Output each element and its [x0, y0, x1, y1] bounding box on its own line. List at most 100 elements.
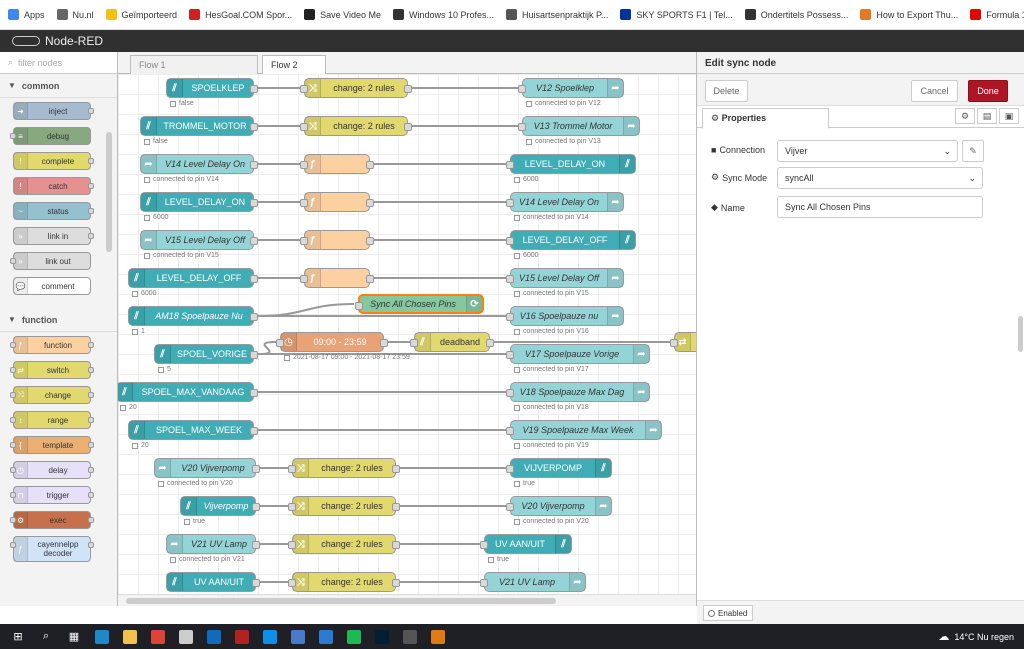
flow-node[interactable]: ➦V14 Level Delay On [140, 154, 258, 174]
done-button[interactable]: Done [968, 80, 1008, 102]
output-port[interactable] [252, 465, 260, 473]
tab-properties[interactable]: ⚙ Properties [702, 108, 829, 129]
flow-node[interactable]: ⫽UV AAN/UIT [480, 534, 572, 554]
input-port[interactable] [288, 465, 296, 473]
palette-node-comment[interactable]: 💬comment [13, 277, 91, 295]
store-icon[interactable] [175, 627, 197, 647]
connection-select[interactable]: Vijver⌄ [777, 140, 958, 162]
search-icon[interactable]: ⌕ [42, 630, 50, 642]
flow-node[interactable]: ⤨change: 2 rules [288, 496, 400, 516]
flow-node[interactable]: ⫽VIJVERPOMP [506, 458, 612, 478]
output-port[interactable] [366, 199, 374, 207]
input-port[interactable] [518, 85, 526, 93]
input-port[interactable] [300, 275, 308, 283]
logo-icon[interactable] [427, 627, 449, 647]
wire[interactable] [257, 341, 277, 355]
flow-node[interactable]: ➦V21 UV Lamp [480, 572, 586, 592]
input-port[interactable] [506, 351, 514, 359]
flow-node[interactable]: ⫽UV AAN/UIT [166, 572, 260, 592]
flow-node[interactable]: ⤨change: 2 rules [288, 458, 400, 478]
explorer-icon[interactable] [119, 627, 141, 647]
output-port[interactable] [252, 579, 260, 587]
flow-node[interactable]: ➦V16 Spoelpauze nu [506, 306, 624, 326]
spotify-icon[interactable] [343, 627, 365, 647]
chrome-icon[interactable] [147, 627, 169, 647]
output-port[interactable] [250, 313, 258, 321]
output-port[interactable] [250, 389, 258, 397]
input-port[interactable] [506, 503, 514, 511]
palette-node-change[interactable]: ⤨change [10, 386, 94, 404]
canvas-scrollbar[interactable] [118, 594, 696, 606]
input-port[interactable] [410, 339, 418, 347]
flow-node[interactable]: ➦V19 Spoelpauze Max Week [506, 420, 662, 440]
enabled-toggle[interactable]: Enabled [703, 605, 753, 621]
tray-scrollbar[interactable] [1018, 316, 1023, 352]
flow-node[interactable]: ➦V20 Vijverpomp [506, 496, 612, 516]
flow-node[interactable]: ◷09:00 - 23:59 [276, 332, 388, 352]
input-port[interactable] [506, 237, 514, 245]
edit-connection-button[interactable]: ✎ [962, 140, 984, 162]
palette-category-common[interactable]: ▼common [0, 74, 117, 98]
name-input[interactable]: Sync All Chosen Pins [777, 196, 983, 218]
input-port[interactable] [300, 123, 308, 131]
palette-node-link-in[interactable]: »link in [13, 227, 94, 245]
output-port[interactable] [250, 427, 258, 435]
flow-node[interactable]: ƒ [300, 192, 374, 212]
output-port[interactable] [250, 199, 258, 207]
tab-flow-1[interactable]: Flow 1 [130, 55, 258, 74]
windows-icon[interactable]: ⊞ [13, 631, 23, 643]
flow-node[interactable]: ⟳Sync All Chosen Pins [355, 294, 484, 314]
description-tab-icon[interactable]: ▤ [977, 108, 997, 124]
palette-node-switch[interactable]: ⇄switch [10, 361, 94, 379]
bookmark-item[interactable]: SKY SPORTS F1 | Tel... [620, 9, 733, 20]
palette-node-debug[interactable]: ≡debug [10, 127, 91, 145]
flow-node[interactable]: ⤨change: 2 rules [300, 116, 412, 136]
bookmark-item[interactable]: Geïmporteerd [105, 9, 177, 20]
flow-node[interactable]: ⫽LEVEL_DELAY_ON [140, 192, 258, 212]
input-port[interactable] [670, 339, 678, 347]
calculator-icon[interactable] [399, 627, 421, 647]
palette-category-function[interactable]: ▼function [0, 308, 117, 332]
output-port[interactable] [392, 465, 400, 473]
flow-node[interactable]: ➦V13 Trommel Motor [518, 116, 640, 136]
palette-node-catch[interactable]: !catch [13, 177, 94, 195]
output-port[interactable] [252, 541, 260, 549]
bookmark-item[interactable]: Apps [8, 9, 45, 20]
input-port[interactable] [288, 541, 296, 549]
output-port[interactable] [250, 85, 258, 93]
wire[interactable] [257, 303, 355, 317]
input-port[interactable] [355, 302, 363, 310]
flow-node[interactable]: ⫽Vijverpomp [180, 496, 260, 516]
output-port[interactable] [392, 503, 400, 511]
palette-node-complete[interactable]: !complete [13, 152, 94, 170]
flow-node[interactable]: ⤨change: 2 rules [300, 78, 412, 98]
input-port[interactable] [506, 199, 514, 207]
output-port[interactable] [250, 275, 258, 283]
syncmode-select[interactable]: syncAll⌄ [777, 167, 983, 189]
input-port[interactable] [506, 161, 514, 169]
palette-node-template[interactable]: {template [10, 436, 94, 454]
output-port[interactable] [366, 275, 374, 283]
input-port[interactable] [506, 465, 514, 473]
flow-node[interactable]: ➦V21 UV Lamp [166, 534, 260, 554]
photoshop-icon[interactable] [371, 627, 393, 647]
flow-node[interactable]: ⫽LEVEL_DELAY_OFF [506, 230, 636, 250]
palette-node-link-out[interactable]: »link out [10, 252, 91, 270]
app2-icon[interactable] [231, 627, 253, 647]
flow-node[interactable]: ⫽deadband [410, 332, 494, 352]
output-port[interactable] [392, 541, 400, 549]
delete-button[interactable]: Delete [705, 80, 748, 102]
palette-node-status[interactable]: ~status [13, 202, 94, 220]
input-port[interactable] [506, 275, 514, 283]
flow-node[interactable]: ➦V17 Spoelpauze Vorige [506, 344, 650, 364]
bookmark-item[interactable]: Nu.nl [56, 9, 94, 20]
flow-node[interactable]: ƒ [300, 268, 374, 288]
input-port[interactable] [506, 313, 514, 321]
input-port[interactable] [506, 427, 514, 435]
input-port[interactable] [518, 123, 526, 131]
output-port[interactable] [380, 339, 388, 347]
input-port[interactable] [480, 541, 488, 549]
